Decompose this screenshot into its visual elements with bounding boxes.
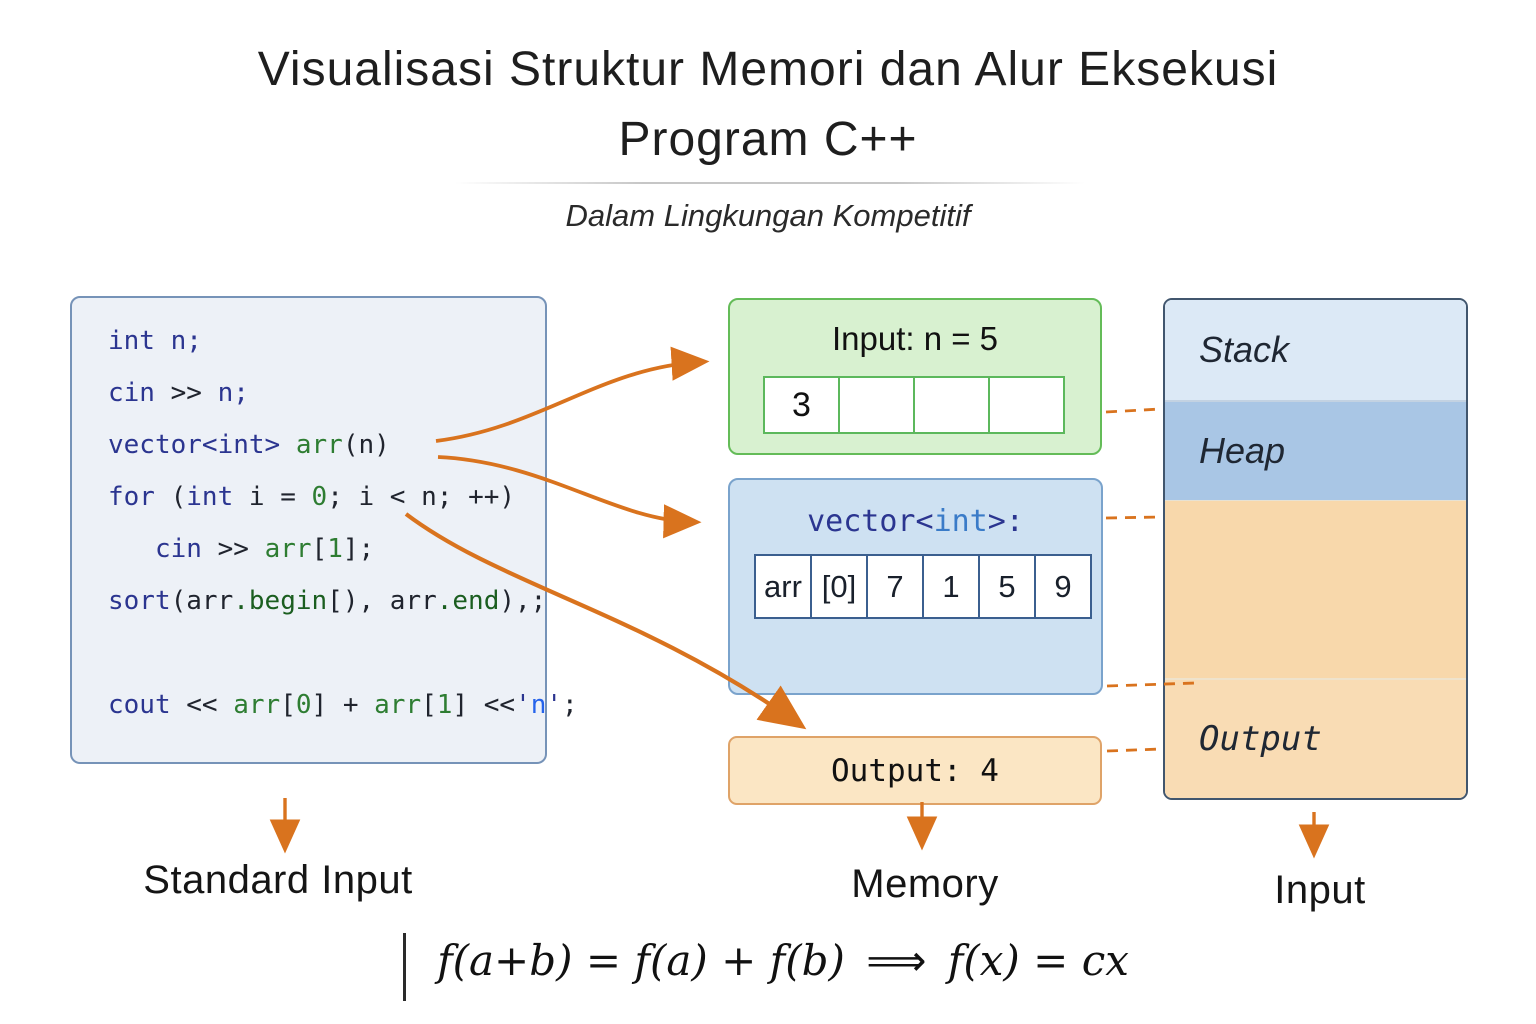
vector-cell: 5 bbox=[978, 554, 1036, 619]
input-cell bbox=[838, 376, 915, 434]
dashed-link-vector-top bbox=[1105, 515, 1162, 520]
page-title-line2: Program C++ bbox=[618, 113, 918, 166]
input-cells-row: 3 bbox=[763, 376, 1065, 434]
output-label: Output bbox=[1199, 719, 1322, 759]
page-title-line1: Visualisasi Struktur Memori dan Alur Eks… bbox=[257, 43, 1279, 96]
vector-cells-row: arr [0] 7 1 5 9 bbox=[754, 554, 1092, 619]
memory-section-output: Output bbox=[1165, 678, 1466, 798]
vector-cell: 7 bbox=[866, 554, 924, 619]
code-line-1: int n; bbox=[108, 326, 202, 356]
code-line-7: cout << arr[0] + arr[1] <<'n'; bbox=[108, 690, 578, 720]
page-subtitle: Dalam Lingkungan Kompetitif bbox=[565, 198, 971, 233]
heap-label: Heap bbox=[1199, 430, 1286, 471]
memory-section-heap: Heap bbox=[1165, 400, 1466, 500]
math-formula: f(a+b) = f(a) + f(b) ⟹ f(x) = cx bbox=[423, 936, 1143, 985]
formula-rhs: f(x) = cx bbox=[947, 936, 1129, 985]
memory-label: Memory bbox=[851, 862, 999, 906]
memory-layout-column: Stack Heap Output bbox=[1163, 298, 1468, 800]
formula-divider-bar bbox=[403, 933, 406, 1001]
output-memory-box: Output: 4 bbox=[728, 736, 1102, 805]
vector-cell: 1 bbox=[922, 554, 980, 619]
vector-cell: [0] bbox=[810, 554, 868, 619]
dashed-link-output-section bbox=[1106, 747, 1162, 753]
input-cell: 3 bbox=[763, 376, 840, 434]
standard-input-label: Standard Input bbox=[143, 858, 413, 902]
code-line-6: sort(arr.begin[), arr.end),; bbox=[108, 586, 547, 616]
input-label: Input bbox=[1274, 868, 1366, 912]
vector-memory-box: vector<int>: arr [0] 7 1 5 9 bbox=[728, 478, 1103, 695]
code-line-4: for (int i = 0; i < n; ++) bbox=[108, 482, 516, 512]
vector-cell: 9 bbox=[1034, 554, 1092, 619]
input-box-title: Input: n = 5 bbox=[831, 320, 999, 357]
input-cell bbox=[988, 376, 1065, 434]
title-divider bbox=[455, 182, 1085, 184]
code-line-3: vector<int> arr(n) bbox=[108, 430, 390, 460]
code-line-2: cin >> n; bbox=[108, 378, 249, 408]
input-memory-box: Input: n = 5 3 bbox=[728, 298, 1102, 455]
code-line-blank bbox=[108, 627, 545, 679]
formula-lhs: f(a+b) = f(a) + f(b) bbox=[437, 936, 845, 985]
implies-arrow-icon: ⟹ bbox=[866, 936, 927, 985]
vector-cell: arr bbox=[754, 554, 812, 619]
memory-section-free bbox=[1165, 500, 1466, 678]
code-line-5: cin >> arr[1]; bbox=[154, 534, 375, 564]
input-cell bbox=[913, 376, 990, 434]
stack-label: Stack bbox=[1199, 329, 1290, 370]
cpp-code-block: int n; cin >> n; vector<int> arr(n) for … bbox=[70, 296, 578, 764]
memory-section-stack: Stack bbox=[1165, 300, 1466, 400]
dashed-link-input-heap bbox=[1105, 407, 1162, 414]
vector-box-title: vector<int>: bbox=[807, 504, 1024, 539]
